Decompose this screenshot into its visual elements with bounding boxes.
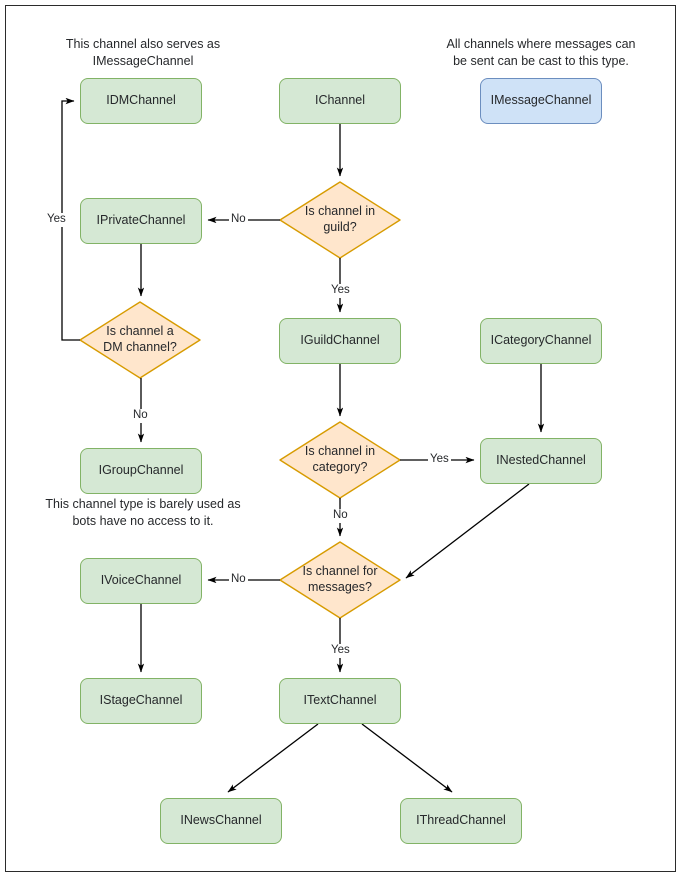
node-iguildchannel-label: IGuildChannel <box>300 333 380 348</box>
decision-shapes <box>79 181 401 619</box>
node-istagechannel[interactable]: IStageChannel <box>80 678 202 724</box>
edge-label-dm-no: No <box>131 409 150 423</box>
annotation-group-channel-note: This channel type is barely used as bots… <box>36 496 250 530</box>
edge-itextchannel-to-ithreadchannel <box>361 723 453 793</box>
decision-is-channel-for-messages <box>279 541 401 619</box>
edge-label-dm-yes: Yes <box>45 213 68 227</box>
node-ivoicechannel-label: IVoiceChannel <box>100 573 182 588</box>
decision-is-channel-in-category <box>279 421 401 499</box>
node-ithreadchannel[interactable]: IThreadChannel <box>400 798 522 844</box>
edge-label-category-yes: Yes <box>428 453 451 467</box>
node-iprivatechannel-label: IPrivateChannel <box>96 213 186 228</box>
annotation-dm-note-line2: IMessageChannel <box>92 53 194 68</box>
node-icategorychannel[interactable]: ICategoryChannel <box>480 318 602 364</box>
node-inestedchannel[interactable]: INestedChannel <box>480 438 602 484</box>
node-inewschannel-label: INewsChannel <box>180 813 262 828</box>
annotation-dm-note-line1: This channel also serves as <box>65 37 221 51</box>
edge-label-messages-yes: Yes <box>329 644 352 658</box>
decision-is-channel-a-dm-channel <box>79 301 201 379</box>
node-igroupchannel[interactable]: IGroupChannel <box>80 448 202 494</box>
node-iguildchannel[interactable]: IGuildChannel <box>279 318 401 364</box>
annotation-message-channel-note-line1: All channels where messages can <box>446 37 636 51</box>
node-igroupchannel-label: IGroupChannel <box>98 463 184 478</box>
edge-label-messages-no: No <box>229 573 248 587</box>
node-imessagechannel[interactable]: IMessageChannel <box>480 78 602 124</box>
node-itextchannel-label: ITextChannel <box>303 693 377 708</box>
decision-is-channel-in-guild <box>279 181 401 259</box>
edge-label-guild-yes: Yes <box>329 284 352 298</box>
edge-itextchannel-to-inewschannel <box>227 723 319 793</box>
annotation-dm-note: This channel also serves as IMessageChan… <box>52 36 234 70</box>
edge-inestedchannel-to-messages-decision <box>405 483 530 579</box>
annotation-group-channel-note-line2: bots have no access to it. <box>72 513 214 528</box>
annotation-group-channel-note-line1: This channel type is barely used as <box>45 497 241 511</box>
node-ichannel-label: IChannel <box>314 93 366 108</box>
edge-label-category-no: No <box>331 509 350 523</box>
node-imessagechannel-label: IMessageChannel <box>490 93 592 108</box>
node-iprivatechannel[interactable]: IPrivateChannel <box>80 198 202 244</box>
node-istagechannel-label: IStageChannel <box>99 693 183 708</box>
edge-label-guild-no: No <box>229 213 248 227</box>
node-ivoicechannel[interactable]: IVoiceChannel <box>80 558 202 604</box>
node-idmchannel-label: IDMChannel <box>106 93 176 108</box>
node-inestedchannel-label: INestedChannel <box>496 453 586 468</box>
node-itextchannel[interactable]: ITextChannel <box>279 678 401 724</box>
node-ichannel[interactable]: IChannel <box>279 78 401 124</box>
annotation-message-channel-note-line2: be sent can be cast to this type. <box>453 53 629 68</box>
annotation-message-channel-note: All channels where messages can be sent … <box>435 36 647 70</box>
node-inewschannel[interactable]: INewsChannel <box>160 798 282 844</box>
node-ithreadchannel-label: IThreadChannel <box>416 813 506 828</box>
node-icategorychannel-label: ICategoryChannel <box>490 333 592 348</box>
node-idmchannel[interactable]: IDMChannel <box>80 78 202 124</box>
